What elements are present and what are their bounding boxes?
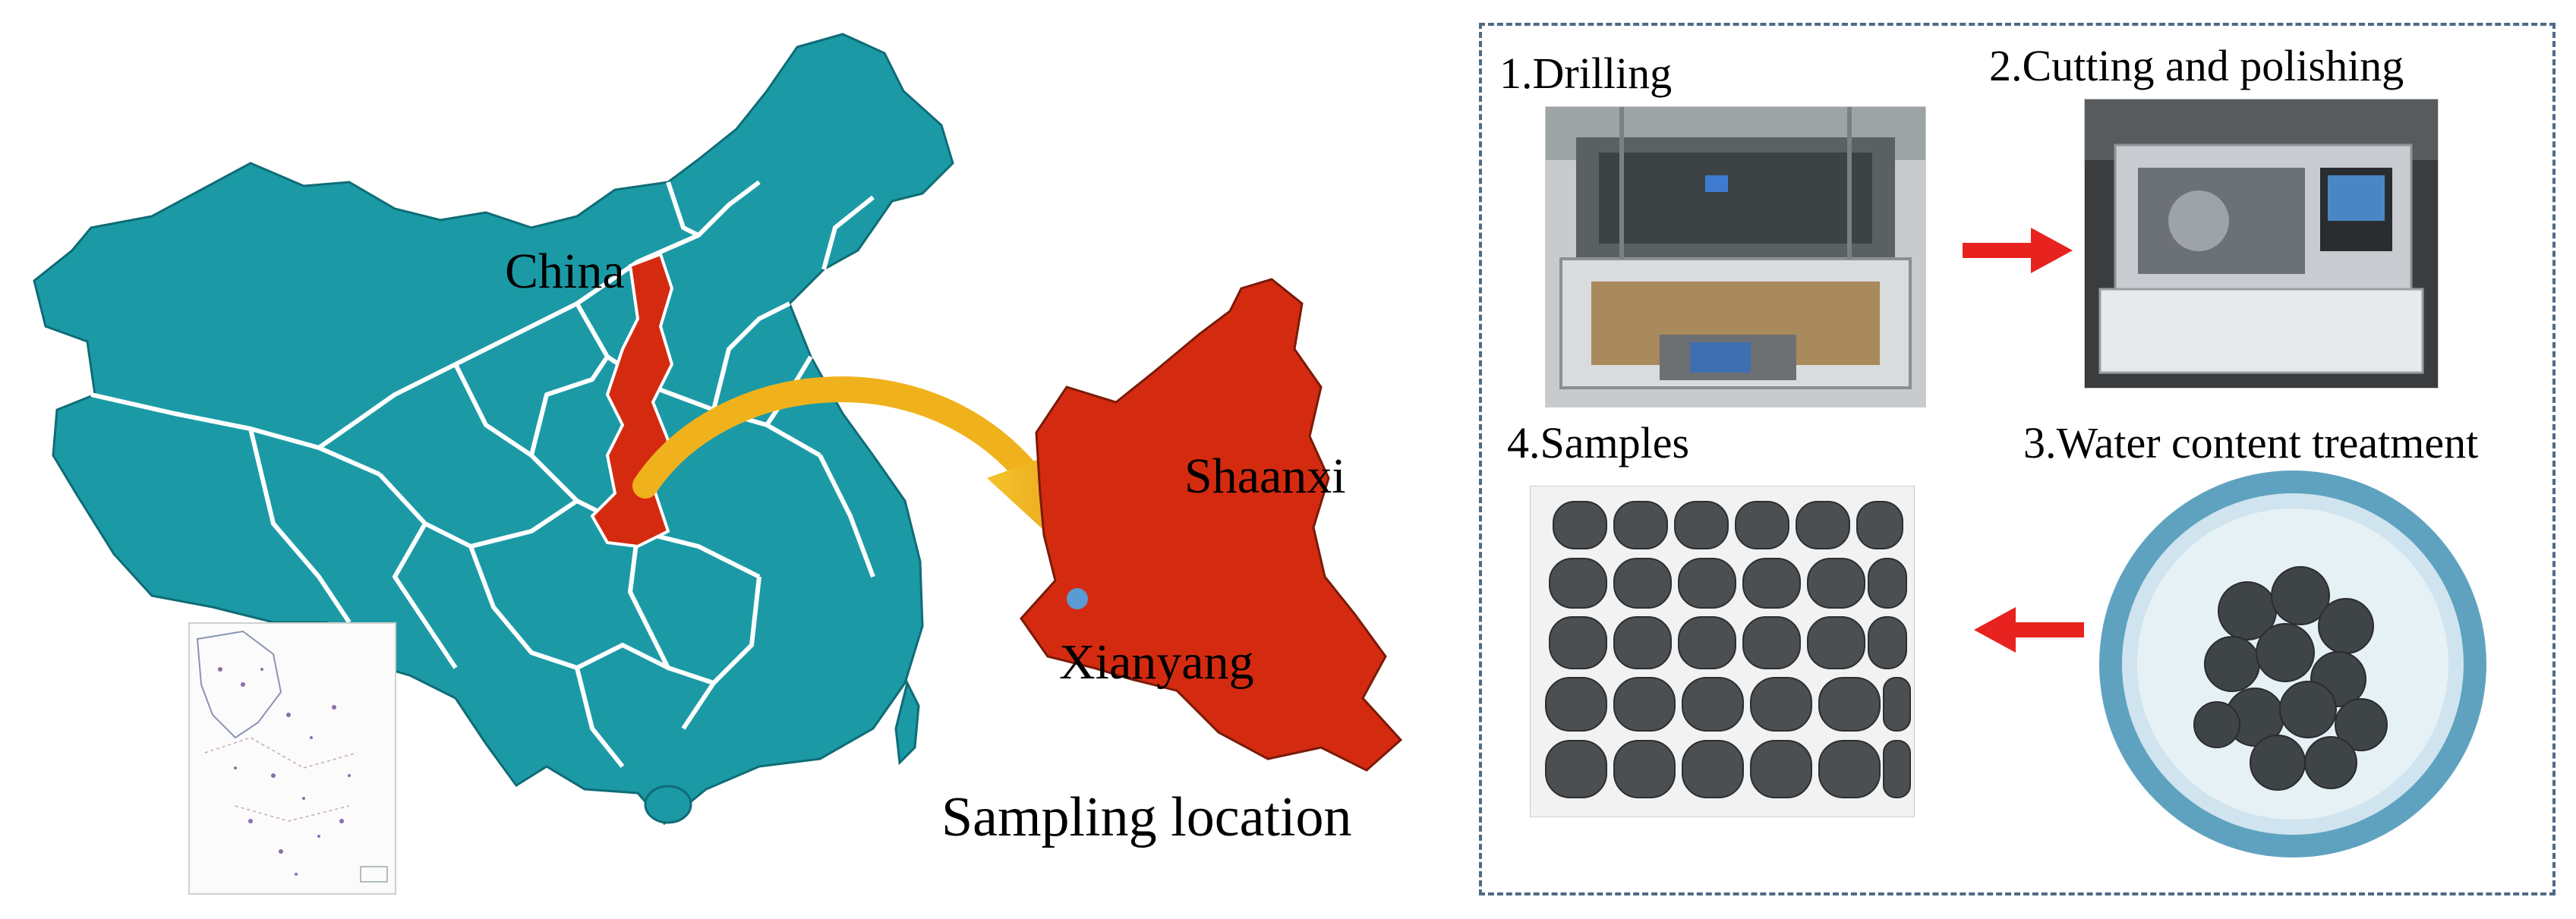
inset-map [188,622,396,895]
cutting-polishing-photo [2084,99,2439,389]
xianyang-dot [1067,588,1088,609]
step-label-samples: 4.Samples [1507,418,1690,467]
shaanxi-enlarged [1020,278,1403,772]
hainan-island [644,785,692,824]
sampling-location-caption: Sampling location [941,786,1352,848]
samples-photo [1530,486,1915,817]
taiwan-island [894,679,920,766]
drilling-photo [1545,106,1926,408]
step-label-drilling: 1.Drilling [1499,49,1673,98]
water-treatment-photo [2095,467,2490,861]
step-label-cutting-polishing: 2.Cutting and polishing [1989,41,2404,90]
arrow-left-water-to-samples [1974,607,2084,653]
process-panel [1479,23,2556,895]
shaanxi-label: Shaanxi [1184,448,1346,504]
step-label-water-content: 3.Water content treatment [2023,418,2479,467]
arrow-right-drill-to-cut [1963,228,2073,273]
china-map [33,33,954,826]
china-label: China [505,244,625,299]
xianyang-label: Xianyang [1059,634,1254,690]
